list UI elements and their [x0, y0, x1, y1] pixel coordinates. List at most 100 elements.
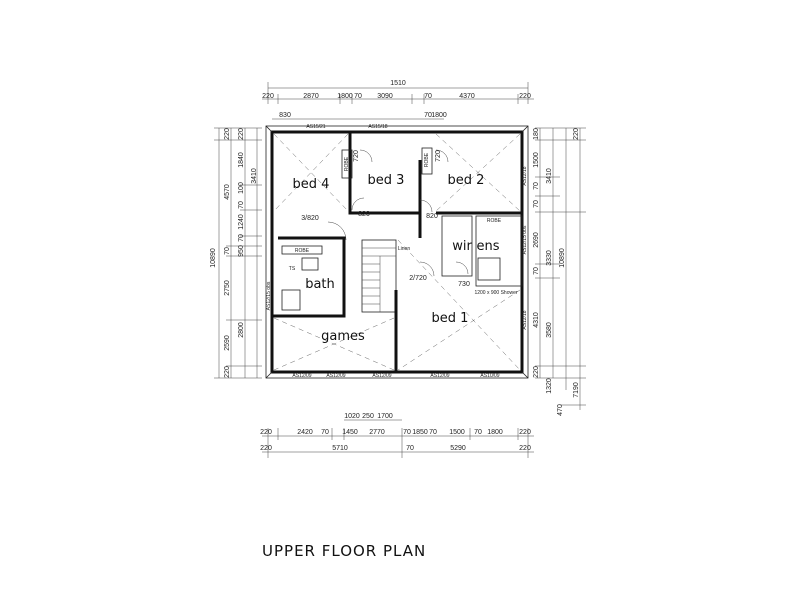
- annotation-labels: ROBE ROBE ROBE ROBE 3/820 820 820 720 72…: [289, 150, 518, 296]
- dim-left-inner-1: 1840: [238, 152, 245, 168]
- room-games: games: [321, 329, 365, 344]
- window-bottom-3: AS12/09: [430, 373, 449, 379]
- dim-bottom3-4: 220: [519, 445, 531, 452]
- door-label-3-820: 3/820: [301, 215, 319, 222]
- window-bottom-4: AS10/09: [480, 373, 499, 379]
- dim-top-small-2: 1800: [431, 112, 447, 119]
- room-bed4: bed 4: [293, 177, 330, 192]
- robe-label-wir: ROBE: [487, 218, 502, 224]
- room-bath: bath: [305, 277, 335, 292]
- dim-right-0: 180: [533, 128, 540, 140]
- robe-label-bed3: ROBE: [344, 156, 350, 171]
- dim-right-1: 1500: [533, 152, 540, 168]
- window-bottom-0: AS12/09: [292, 373, 311, 379]
- dim-top-1: 2870: [303, 93, 319, 100]
- dim-right-3: 70: [533, 200, 540, 208]
- window-left-0: AS12/15 obs: [266, 281, 272, 310]
- dim-left-1: 4570: [224, 184, 231, 200]
- dim-top-5: 70: [424, 93, 432, 100]
- dim-right-2: 70: [533, 182, 540, 190]
- dim-top-6: 4370: [459, 93, 475, 100]
- dim-top-7: 220: [519, 93, 531, 100]
- door-label-820-b: 820: [426, 213, 438, 220]
- right-dimensions: 180 1500 70 70 2690 70 4310 220 3410 333…: [533, 127, 586, 416]
- dim-bottom2-10: 1800: [487, 429, 503, 436]
- dim-left-inner-3: 70: [238, 201, 245, 209]
- dim-right-4: 2690: [533, 232, 540, 248]
- left-dimensions: 10890 220 4570 70 2750 2590 220 220 1840…: [210, 127, 262, 379]
- dim-left-0: 220: [224, 128, 231, 140]
- dim-right-far-2: 470: [557, 404, 564, 416]
- dim-bottom3-3: 5290: [450, 445, 466, 452]
- window-top-0: AS15/21: [306, 124, 325, 130]
- dim-top-2: 1800: [337, 93, 353, 100]
- window-right-1: AS12/15 obs: [522, 225, 528, 254]
- door-label-820-a: 820: [358, 211, 370, 218]
- dim-left-inner-7: 2800: [238, 322, 245, 338]
- room-names: bed 4 bed 3 bed 2 wir ens bath games bed…: [293, 173, 500, 344]
- plan-walls: [265, 125, 529, 379]
- room-bed3: bed 3: [368, 173, 405, 188]
- dim-bottom3-2: 70: [406, 445, 414, 452]
- robe-label-bed2: ROBE: [424, 152, 430, 167]
- linen-label: Linen: [398, 246, 410, 252]
- dim-bottom2-4: 2770: [369, 429, 385, 436]
- top-total-dim: 1510: [390, 80, 406, 87]
- door-label-2-720: 2/720: [409, 275, 427, 282]
- dim-bottom3-1: 5710: [332, 445, 348, 452]
- window-bottom-1: AS12/09: [326, 373, 345, 379]
- door-label-730: 730: [458, 281, 470, 288]
- dim-right-far-0: 220: [573, 128, 580, 140]
- dim-bottom2-5: 70: [403, 429, 411, 436]
- dim-bottom2-8: 1500: [449, 429, 465, 436]
- dim-left-inner-0: 220: [238, 128, 245, 140]
- dim-right-mid-1: 3330: [546, 250, 553, 266]
- shower-label: 1200 x 900 Shower: [474, 290, 517, 296]
- dim-bottom2-0: 220: [260, 429, 272, 436]
- right-total-dim: 10890: [559, 248, 566, 268]
- dim-bottom1-1: 250: [362, 413, 374, 420]
- robe-label-bed4: ROBE: [295, 248, 310, 254]
- dim-top-3: 70: [354, 93, 362, 100]
- dim-top-small-0: 830: [279, 112, 291, 119]
- dim-right-far-1: 7190: [573, 382, 580, 398]
- top-dimensions: 1510 220 2870 1800 70 3090 70 4370 220 8…: [262, 80, 534, 120]
- room-bed1: bed 1: [432, 311, 469, 326]
- door-swings: [327, 149, 469, 277]
- dim-bottom3-0: 220: [260, 445, 272, 452]
- dim-right-mid-0: 3410: [546, 168, 553, 184]
- dim-right-6: 4310: [533, 312, 540, 328]
- bottom-dimensions: 1020 250 1700 220 2420 70 1450 2770 70 1…: [260, 413, 534, 458]
- window-bottom-2: AS12/09: [372, 373, 391, 379]
- door-label-720-a: 720: [353, 150, 360, 162]
- dim-bottom2-3: 1450: [342, 429, 358, 436]
- dim-bottom2-6: 1850: [412, 429, 428, 436]
- dim-left-inner2: 3410: [251, 168, 258, 184]
- dim-top-4: 3090: [377, 93, 393, 100]
- window-top-1: AS15/18: [368, 124, 387, 130]
- dim-left-3: 2750: [224, 280, 231, 296]
- dim-left-5: 220: [224, 366, 231, 378]
- door-label-720-b: 720: [435, 150, 442, 162]
- dim-bottom1-2: 1700: [377, 413, 393, 420]
- dim-bottom2-9: 70: [474, 429, 482, 436]
- dim-right-mid-3: 1320: [546, 378, 553, 394]
- room-bed2: bed 2: [448, 173, 485, 188]
- dim-top-0: 220: [262, 93, 274, 100]
- dim-left-2: 70: [224, 247, 231, 255]
- window-labels: AS15/21 AS15/18 AS12/09 AS12/09 AS12/09 …: [266, 124, 528, 379]
- dim-bottom1-0: 1020: [344, 413, 360, 420]
- dim-left-inner-4: 1240: [238, 214, 245, 230]
- dim-bottom2-11: 220: [519, 429, 531, 436]
- dim-left-inner-5: 70: [238, 234, 245, 242]
- dim-bottom2-1: 2420: [297, 429, 313, 436]
- room-wir: wir: [452, 239, 472, 254]
- plan-title: UPPER FLOOR PLAN: [262, 542, 426, 560]
- dim-bottom2-7: 70: [429, 429, 437, 436]
- dim-left-inner-2: 100: [238, 182, 245, 194]
- dim-left-4: 2590: [224, 335, 231, 351]
- window-right-2: AS12/18: [522, 310, 528, 329]
- window-right-0: AS12/18: [522, 166, 528, 185]
- dim-top-small-1: 70: [424, 112, 432, 119]
- dim-left-inner-6: 950: [238, 245, 245, 257]
